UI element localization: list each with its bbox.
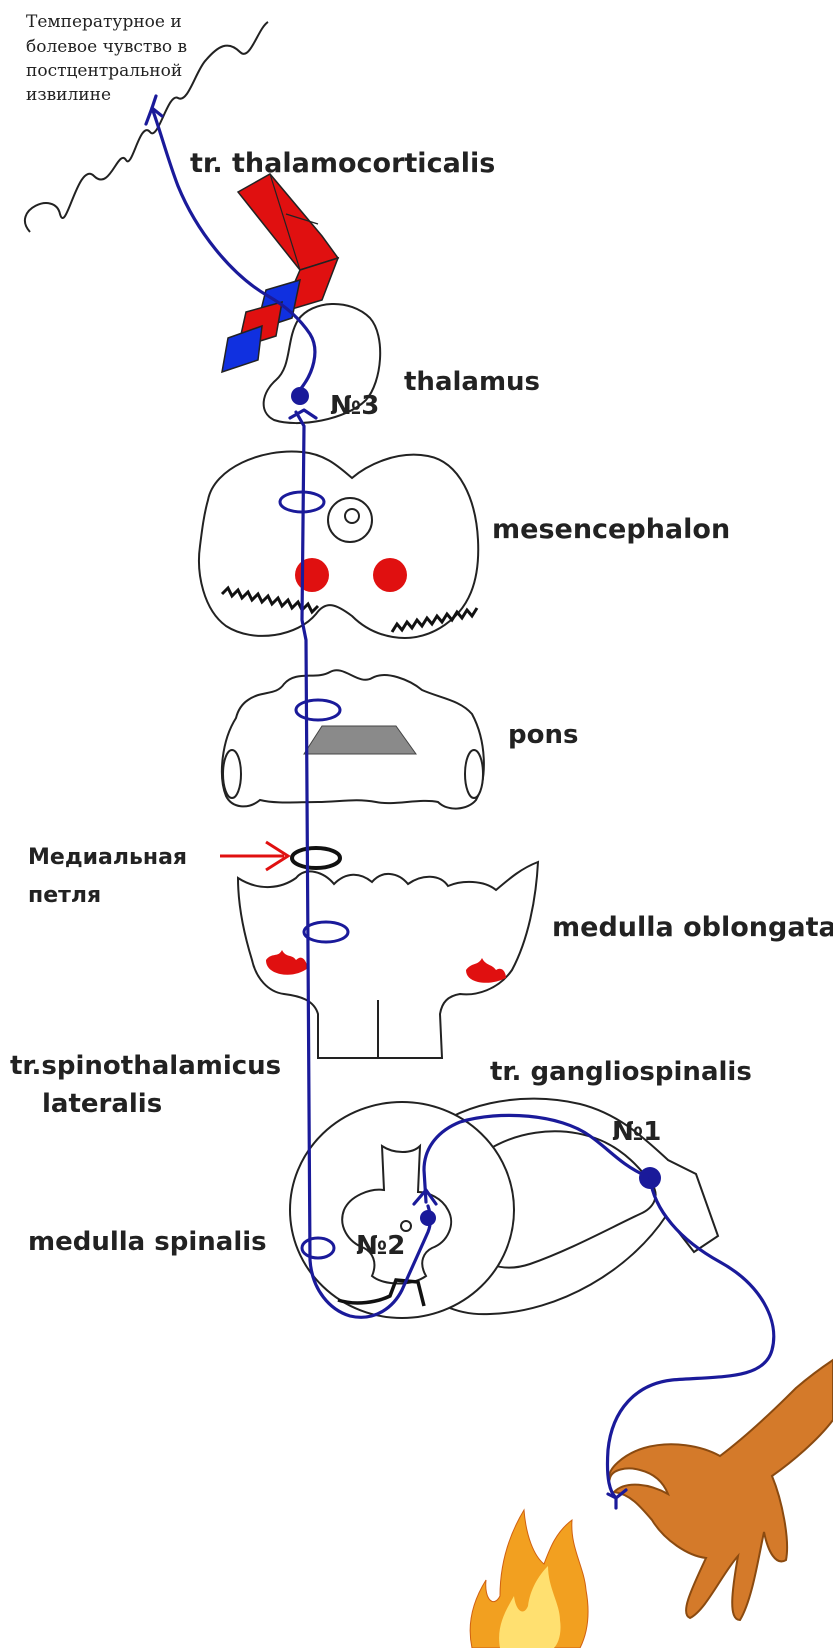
medial-lemniscus-ring [292, 848, 340, 868]
neuron-2-cell-body [420, 1210, 436, 1226]
pons-right-peduncle [465, 750, 483, 798]
red-nucleus-right [373, 558, 407, 592]
label-tr-gangliospinalis: tr. gangliospinalis [490, 1057, 752, 1087]
label-medulla-oblongata: medulla oblongata [552, 912, 833, 943]
label-medial-lemniscus-line-1: Медиальная [28, 845, 187, 870]
medial-lemniscus-arrow [220, 842, 288, 870]
cortex-label-line-2: болевое чувство в [26, 37, 187, 57]
label-medial-lemniscus-line-2: петля [28, 883, 101, 908]
cerebral-aqueduct-center [345, 509, 359, 523]
pons-pyramidal-bundle [304, 726, 416, 754]
red-nucleus-left [295, 558, 329, 592]
label-thalamus: thalamus [404, 367, 540, 397]
label-pons: pons [508, 720, 578, 750]
central-canal [401, 1221, 411, 1231]
label-neuron-1: №1 [612, 1117, 661, 1147]
label-neuron-3: №3 [330, 391, 379, 421]
cortex-label: Температурное и болевое чувство в постце… [26, 12, 187, 105]
pathway-cortex-terminal [146, 96, 162, 124]
label-tr-spinothalamicus-line-1: tr.spinothalamicus [10, 1051, 281, 1081]
label-medulla-spinalis: medulla spinalis [28, 1227, 267, 1257]
cortex-label-line-1: Температурное и [26, 12, 182, 32]
flame [470, 1510, 588, 1648]
cortex-label-line-4: извилине [26, 85, 111, 105]
label-tr-spinothalamicus-line-2: lateralis [42, 1089, 162, 1119]
mesencephalon-outline [199, 451, 478, 637]
label-mesencephalon: mesencephalon [492, 514, 730, 545]
pons-left-peduncle [223, 750, 241, 798]
label-neuron-2: №2 [356, 1231, 405, 1261]
label-tr-thalamocorticalis: tr. thalamocorticalis [190, 148, 495, 179]
cortex-label-line-3: постцентральной [26, 61, 182, 81]
neuron-3-cell-body [291, 387, 309, 405]
hand [609, 1360, 833, 1620]
